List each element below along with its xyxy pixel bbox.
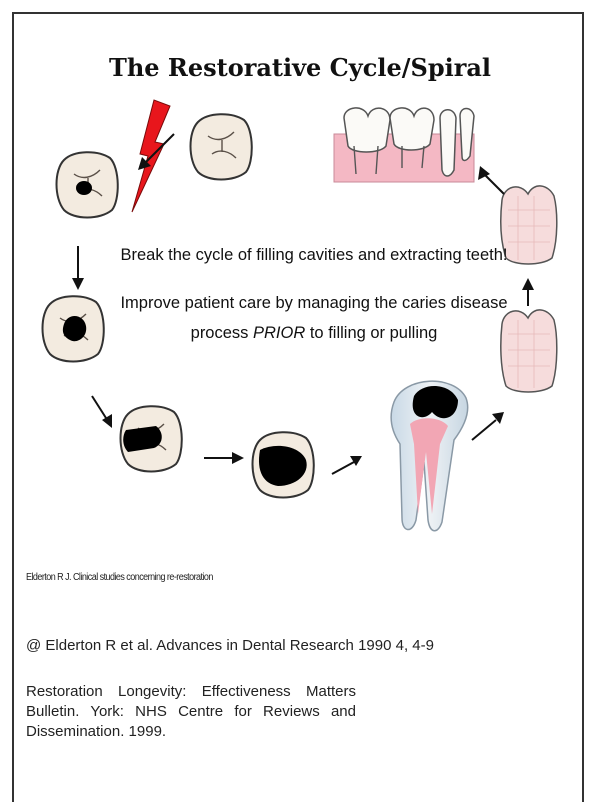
cycle-arrow-icon (204, 452, 244, 464)
crowned-tooth-icon (501, 310, 557, 392)
carious-tooth-icon (43, 296, 104, 361)
cycle-arrow-icon (478, 166, 504, 194)
cycle-arrow-icon (332, 456, 362, 474)
cycle-arrow-icon (72, 246, 84, 290)
carious-tooth-icon (57, 152, 118, 217)
message-line-3: process PRIOR to filling or pulling (191, 324, 438, 342)
message-line-2: Improve patient care by managing the car… (120, 294, 507, 312)
reference-nhs-bulletin: Restoration Longevity: Effectiveness Mat… (26, 682, 356, 742)
carious-tooth-icon (121, 406, 182, 471)
reference-elderton: @ Elderton R et al. Advances in Dental R… (26, 636, 434, 656)
restorative-cycle-diagram: The Restorative Cycle/Spiral (14, 14, 586, 564)
cycle-arrow-icon (472, 412, 504, 440)
diagram-title: The Restorative Cycle/Spiral (109, 53, 491, 82)
source-caption: Elderton R J. Clinical studies concernin… (26, 572, 213, 583)
carious-tooth-icon (253, 432, 314, 497)
dental-bridge-icon (334, 108, 474, 182)
cycle-arrow-icon (522, 278, 534, 306)
message-line-1: Break the cycle of filling cavities and … (120, 246, 507, 264)
cycle-arrow-icon (92, 396, 112, 428)
healthy-tooth-icon (191, 114, 252, 179)
root-canal-tooth-icon (391, 381, 468, 531)
crowned-tooth-icon (501, 186, 557, 264)
